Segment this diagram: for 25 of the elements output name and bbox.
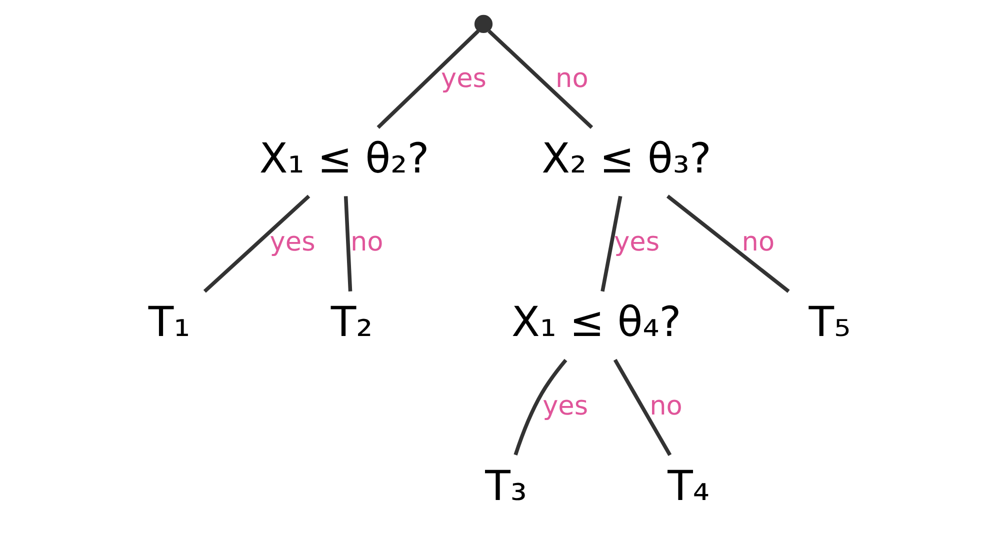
connector <box>666 194 790 293</box>
node-text: T₁ <box>148 298 190 346</box>
node-text: X₂ ≤ θ₃? <box>541 134 711 182</box>
connector <box>600 196 622 292</box>
connector <box>343 196 352 292</box>
edge-label: yes <box>269 228 315 258</box>
node-text: X₁ ≤ θ₄? <box>511 298 681 346</box>
connector <box>487 30 593 129</box>
node-text: T₅ <box>808 298 850 346</box>
edge-label: yes <box>614 228 660 258</box>
edge-label: no <box>350 228 383 258</box>
connector <box>202 194 310 293</box>
connector <box>612 358 672 456</box>
node-text: T₃ <box>484 462 527 510</box>
edge-label: no <box>649 391 682 422</box>
connector <box>513 358 567 456</box>
node-point <box>474 14 492 34</box>
edge-label: no <box>555 64 588 94</box>
node-text: T₂ <box>330 298 372 346</box>
node-text: T₄ <box>667 462 710 510</box>
edge-label: no <box>741 228 774 258</box>
node-text: X₁ ≤ θ₂? <box>258 134 429 182</box>
edge-label: yes <box>440 64 486 94</box>
edge-label: yes <box>542 391 588 422</box>
connector <box>376 30 480 129</box>
